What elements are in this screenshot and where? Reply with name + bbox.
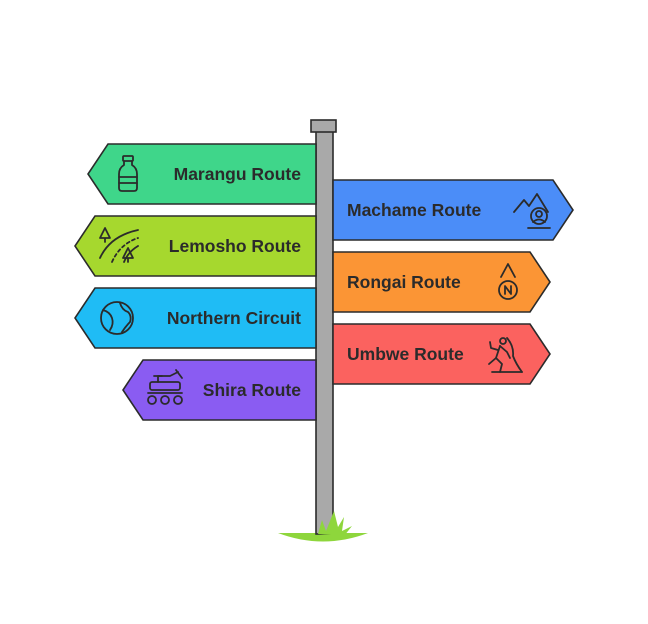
globe-icon — [100, 301, 134, 335]
grass-mound — [278, 533, 368, 542]
sign-lemosho-route: Lemosho Route — [74, 215, 317, 277]
sign-marangu-route: Marangu Route — [87, 143, 317, 205]
sign-board — [332, 251, 551, 313]
sign-label: Umbwe Route — [347, 344, 464, 364]
sign-label: Northern Circuit — [167, 308, 301, 328]
sign-label: Marangu Route — [174, 164, 302, 184]
sign-board — [74, 287, 317, 349]
sign-label: Lemosho Route — [169, 236, 301, 256]
rover-vehicle-icon — [147, 369, 183, 405]
sign-machame-route: Machame Route — [332, 179, 574, 241]
grass-tuft — [318, 511, 352, 536]
sign-board — [87, 143, 317, 205]
mountain-hiker-icon — [513, 193, 551, 229]
signpost-pole — [315, 129, 334, 535]
sign-umbwe-route: Umbwe Route — [332, 323, 551, 385]
sign-label: Machame Route — [347, 200, 481, 220]
sign-northern-circuit: Northern Circuit — [74, 287, 317, 349]
climber-icon — [488, 337, 523, 373]
sign-label: Rongai Route — [347, 272, 461, 292]
north-compass-icon — [498, 263, 518, 300]
forest-trail-icon — [99, 227, 139, 263]
sign-board — [332, 323, 551, 385]
sign-shira-route: Shira Route — [122, 359, 317, 421]
signpost-cap — [310, 119, 337, 133]
sign-label: Shira Route — [203, 380, 301, 400]
water-bottle-icon — [118, 155, 138, 192]
sign-rongai-route: Rongai Route — [332, 251, 551, 313]
sign-board — [332, 179, 574, 241]
